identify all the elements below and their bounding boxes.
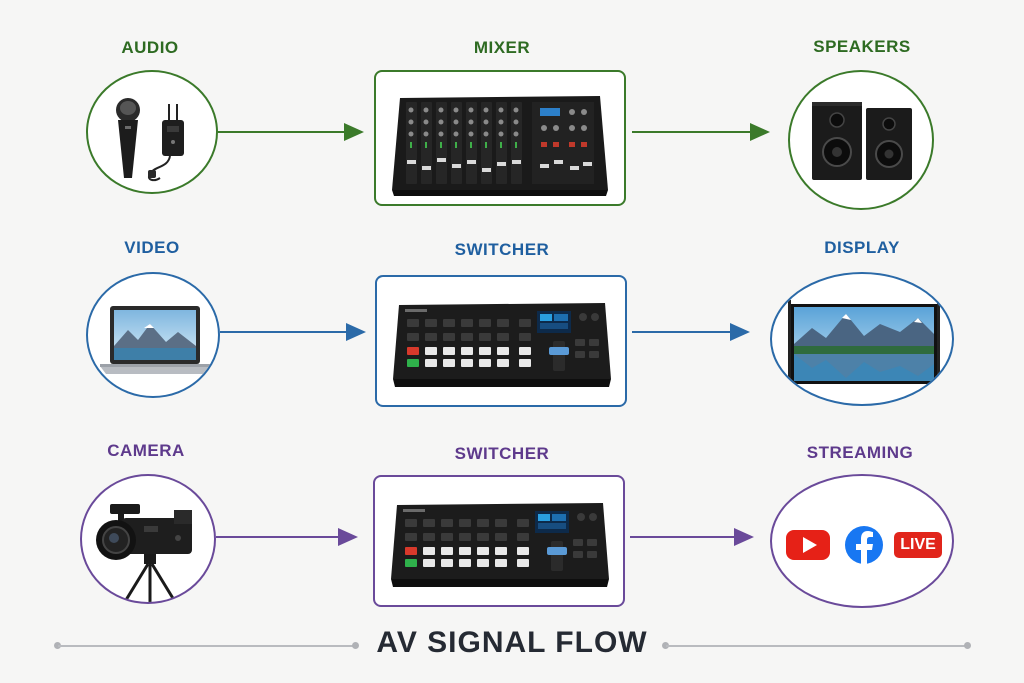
youtube-icon <box>786 530 830 560</box>
video-switcher-device <box>393 303 611 387</box>
video-label: VIDEO <box>124 238 180 257</box>
speaker-icon <box>812 102 862 180</box>
audio-to-mixer-arrow <box>218 123 364 141</box>
live-badge-icon: LIVE <box>894 532 942 558</box>
wireless-bodypack-icon <box>148 104 184 182</box>
footer-line-right-end-dot <box>964 642 971 649</box>
camcorder-icon <box>96 504 192 560</box>
audio-label: AUDIO <box>121 38 179 57</box>
switcher-label-camera: SWITCHER <box>454 444 550 463</box>
mixer-label: MIXER <box>473 38 531 57</box>
footer-line-left <box>58 645 354 647</box>
camera-to-switcher-arrow <box>216 528 358 546</box>
projection-screen-icon <box>780 300 948 391</box>
mixer-node <box>374 70 626 206</box>
camera-label: CAMERA <box>107 441 185 460</box>
live-badge-text: LIVE <box>900 536 936 553</box>
display-label: DISPLAY <box>824 238 900 257</box>
footer-line-right <box>666 645 966 647</box>
display-node <box>770 272 954 406</box>
switcher-to-streaming-arrow <box>630 528 754 546</box>
streaming-label: STREAMING <box>806 443 914 462</box>
switcher-to-display-arrow <box>632 323 750 341</box>
switcher-node-video <box>375 275 627 407</box>
video-to-switcher-arrow <box>220 323 366 341</box>
speaker-icon <box>866 108 912 180</box>
switcher-node-camera <box>373 475 625 607</box>
camera-source-node <box>80 474 216 604</box>
audio-source-node <box>86 70 218 194</box>
mixer-to-speakers-arrow <box>632 123 770 141</box>
footer-line-right-dot <box>662 642 669 649</box>
laptop-icon <box>100 306 210 374</box>
facebook-icon <box>845 526 883 564</box>
speakers-label: SPEAKERS <box>813 37 911 56</box>
switcher-label-video: SWITCHER <box>454 240 550 259</box>
tripod-icon <box>124 554 176 602</box>
video-switcher-device <box>391 503 609 587</box>
streaming-node: LIVE <box>770 474 954 608</box>
microphone-icon <box>116 98 140 178</box>
diagram-title: AV SIGNAL FLOW <box>376 626 648 659</box>
footer-line-left-dot <box>54 642 61 649</box>
video-source-node <box>86 272 220 398</box>
audio-mixer-device <box>392 96 608 196</box>
footer-line-left-end-dot <box>352 642 359 649</box>
speakers-node <box>788 70 934 210</box>
